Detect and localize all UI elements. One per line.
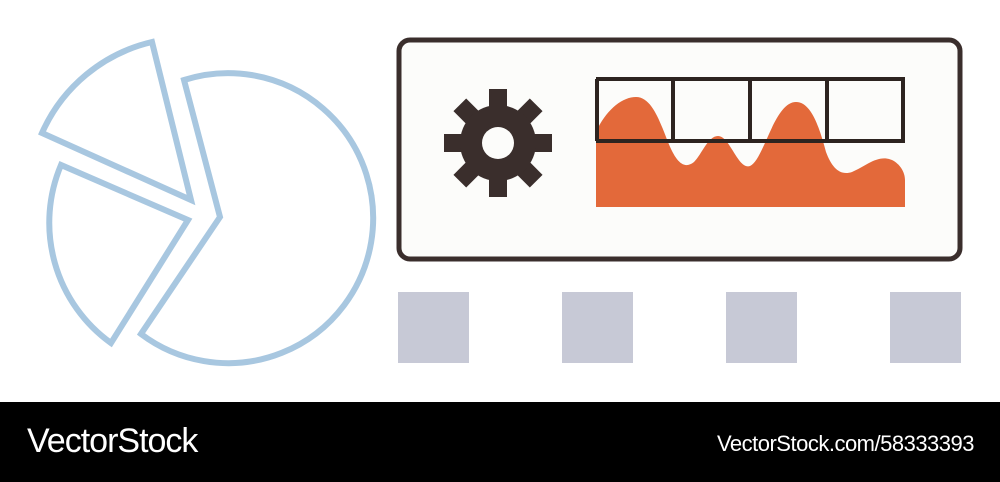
watermark-bar: VectorStock VectorStock.com/58333393 [0, 402, 1000, 482]
dashboard-illustration [38, 37, 963, 367]
square-1 [398, 292, 469, 363]
pie-chart-icon [38, 38, 377, 367]
gear-icon [444, 89, 552, 197]
placeholder-squares [398, 292, 961, 363]
square-4 [890, 292, 961, 363]
pie-slice-large [136, 70, 377, 367]
chart-grid [595, 77, 905, 143]
image-url: VectorStock.com/58333393 [716, 431, 975, 456]
square-3 [726, 292, 797, 363]
brand-name: VectorStock [27, 422, 198, 460]
area-chart-fill [596, 97, 905, 207]
pie-slice-bottom-left [46, 161, 193, 348]
pie-slice-top-left [38, 38, 196, 206]
area-chart-icon [595, 77, 905, 207]
square-2 [562, 292, 633, 363]
